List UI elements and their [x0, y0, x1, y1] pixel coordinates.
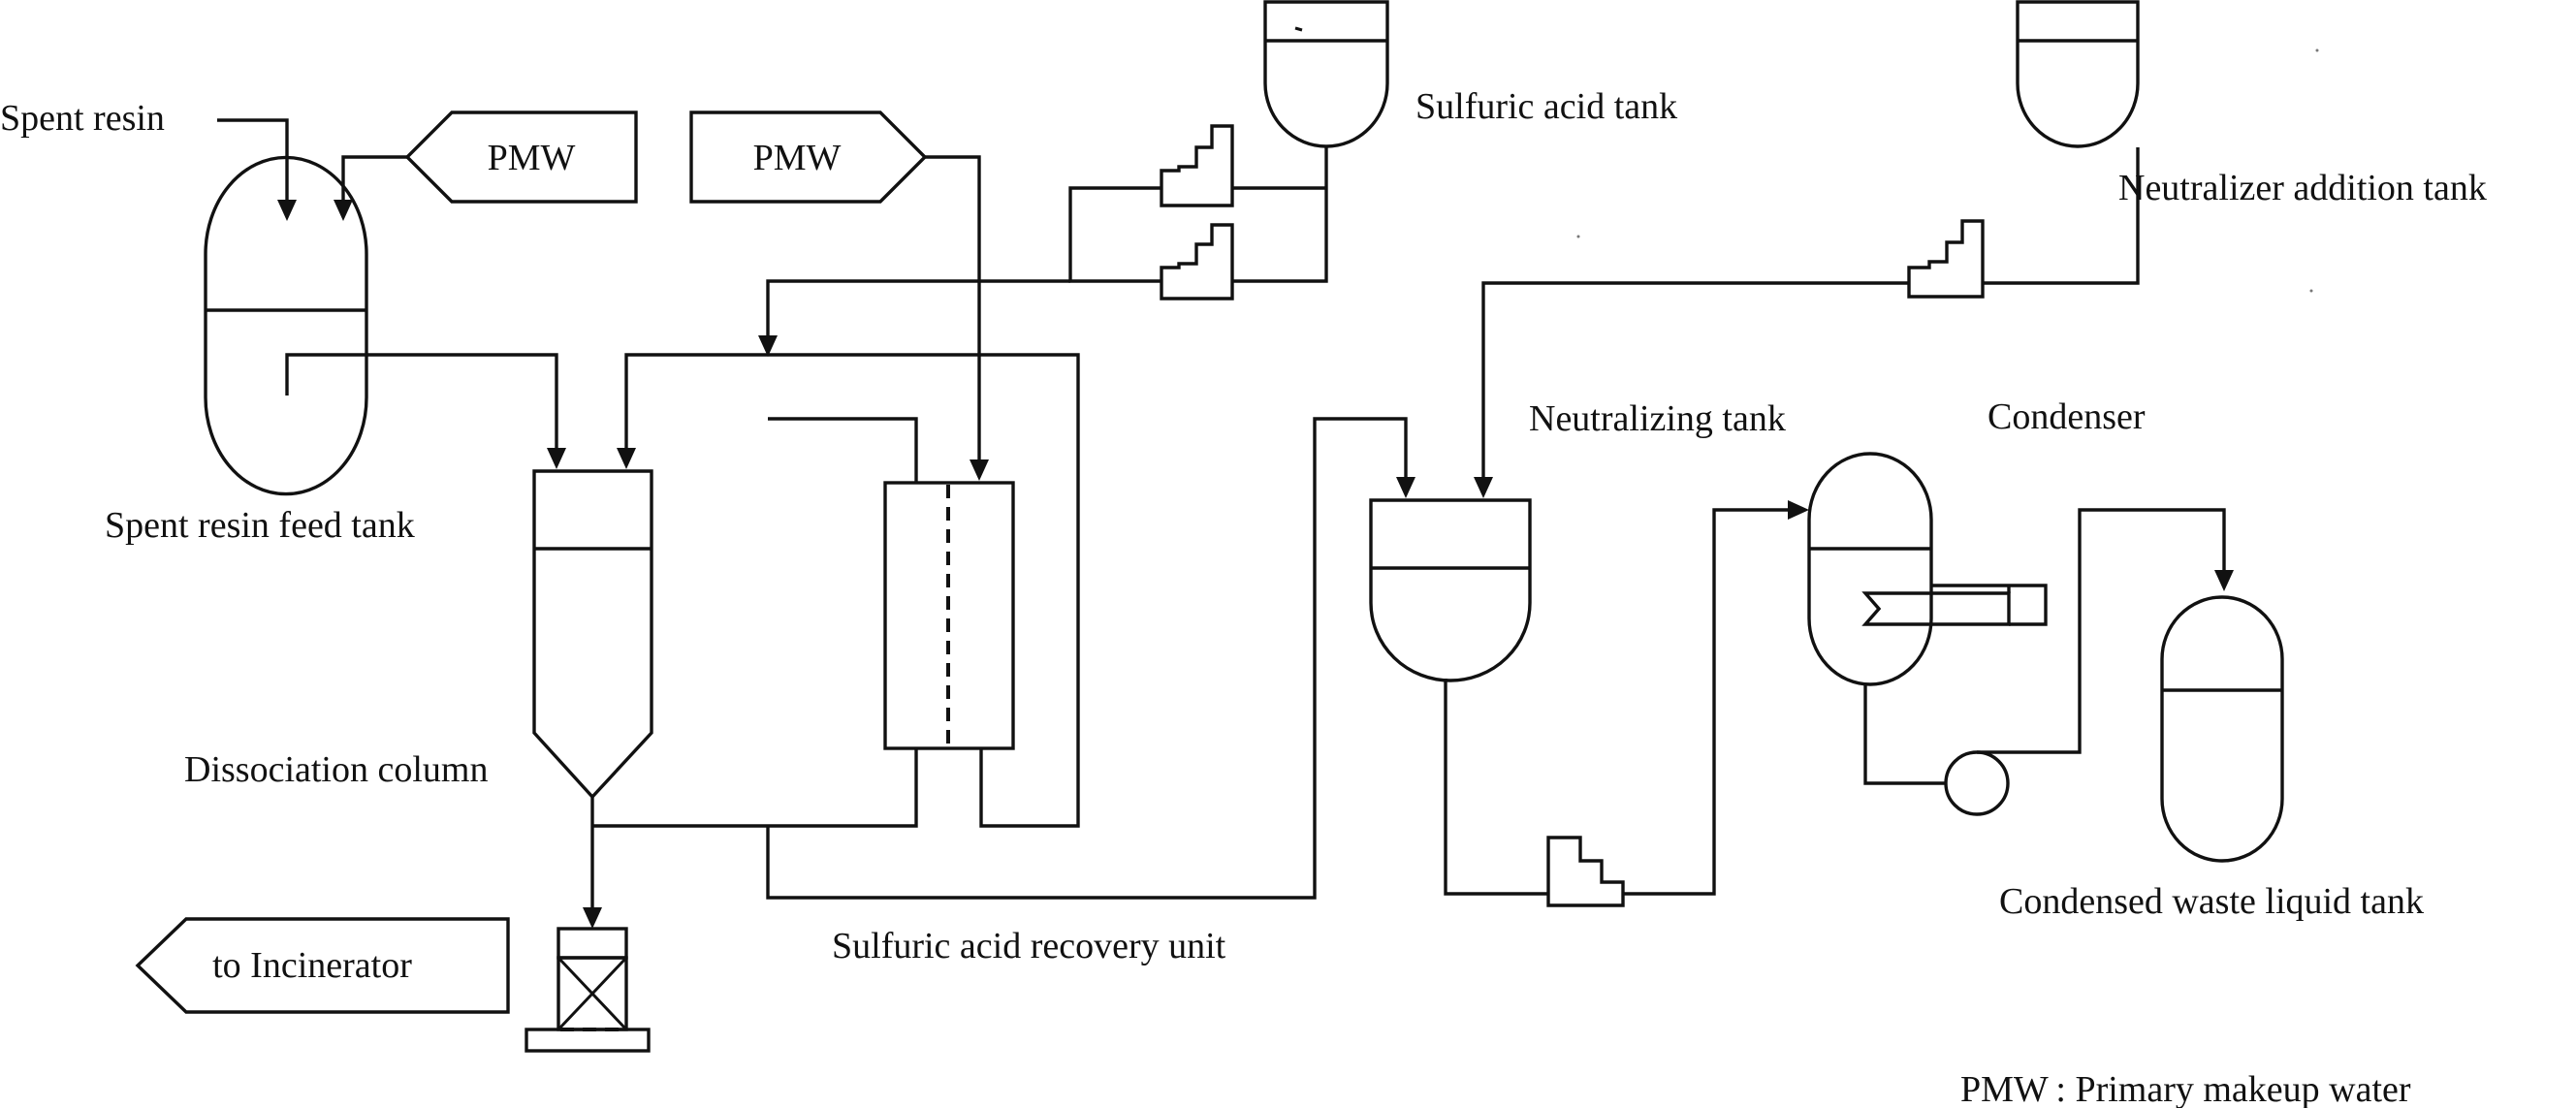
sulfuric-acid-tank: [1263, 0, 1389, 148]
arrow-waste-tank: [2214, 570, 2234, 591]
neutralizer-metering-pump: [1907, 219, 1985, 299]
spent-resin-label: Spent resin: [0, 98, 165, 139]
acid-metering-pump-lower: [1160, 223, 1234, 301]
scan-speck: [2315, 48, 2319, 52]
arrow-neutralizing-right: [1474, 477, 1493, 498]
arrow-pmw-recovery: [970, 459, 989, 481]
arrow-acid-header: [758, 335, 778, 357]
arrow-feed-column: [547, 448, 566, 469]
arrow-neutralizing-left: [1396, 477, 1415, 498]
neutralizing-tank: [1369, 498, 1532, 682]
condenser-label: Condenser: [1988, 396, 2146, 437]
transfer-metering-pump: [1546, 836, 1625, 907]
pmw-legend: PMW : Primary makeup water: [1960, 1069, 2411, 1108]
pmw-right-label: PMW: [753, 138, 842, 178]
waste-drum: [525, 927, 651, 1053]
arrow-spent-resin: [277, 200, 297, 221]
condensed-waste-liquid-tank: [2160, 595, 2284, 863]
dissociation-column: [532, 469, 653, 800]
pump: [1944, 750, 2010, 816]
arrow-acid-column: [617, 448, 636, 469]
sulfuric-acid-recovery-unit-label: Sulfuric acid recovery unit: [832, 926, 1226, 966]
pmw-source-left: PMW: [404, 111, 638, 204]
scan-speck: [1576, 235, 1580, 238]
pmw-left-label: PMW: [488, 138, 576, 178]
pmw-source-right: PMW: [689, 111, 928, 204]
condenser: [1807, 452, 2048, 686]
arrow-drum: [583, 907, 602, 929]
condensed-waste-liquid-tank-label: Condensed waste liquid tank: [1999, 881, 2424, 922]
acid-metering-pump-upper: [1160, 124, 1234, 207]
sulfuric-acid-recovery-unit: [883, 481, 1015, 750]
to-incinerator-label: to Incinerator: [212, 945, 412, 986]
dissociation-column-label: Dissociation column: [184, 749, 488, 790]
neutralizer-addition-tank-label: Neutralizer addition tank: [2118, 168, 2487, 208]
spent-resin-feed-tank-label: Spent resin feed tank: [105, 505, 415, 546]
neutralizing-tank-label: Neutralizing tank: [1529, 398, 1786, 439]
scan-speck: [2309, 289, 2313, 293]
sulfuric-acid-tank-label: Sulfuric acid tank: [1415, 86, 1677, 127]
spent-resin-feed-tank: [204, 155, 368, 496]
arrow-condenser: [1788, 500, 1809, 520]
flow-arrowheads: [277, 200, 2234, 929]
neutralizer-addition-tank: [2016, 0, 2140, 148]
piping: [217, 118, 2226, 909]
arrow-pmw-feed: [334, 200, 353, 221]
to-incinerator-box: to Incinerator: [135, 917, 510, 1014]
